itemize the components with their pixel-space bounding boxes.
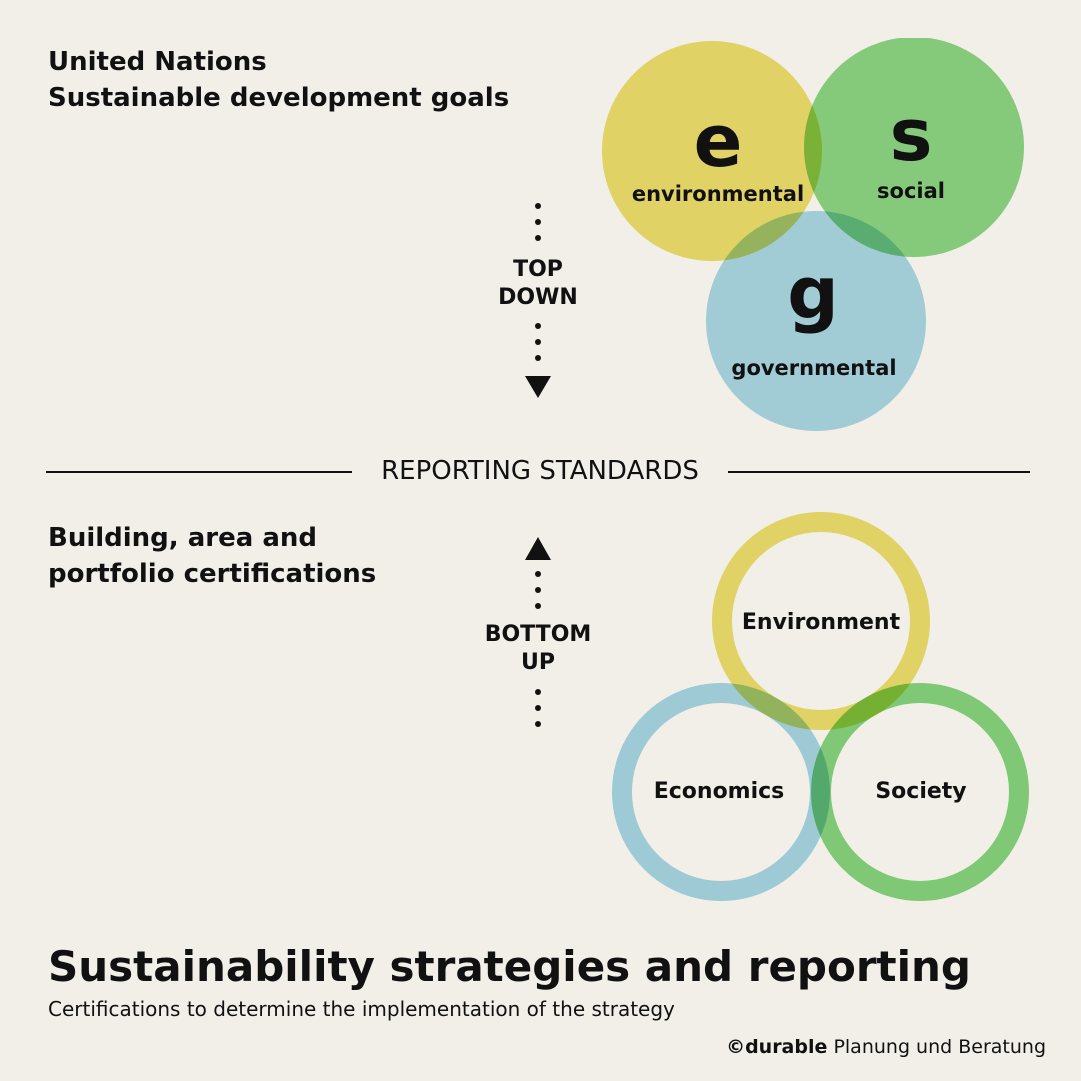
society-ring [811,683,1029,901]
arrow-down-icon [525,376,551,398]
top-down-label-line1: TOP [513,257,563,282]
social-circle [804,38,1024,257]
certifications-heading: Building, area and portfolio certificati… [48,520,376,592]
bottom-up-label-line1: BOTTOM [484,622,592,647]
un-heading-line2: Sustainable development goals [48,83,510,113]
environmental-word: environmental [632,182,804,206]
certifications-heading-line2: portfolio certifications [48,559,377,589]
top-down-label: TOP DOWN [438,256,638,312]
governmental-circle [706,211,926,431]
certifications-heading-line1: Building, area and [48,523,317,553]
bottom-up-label-line2: UP [521,650,555,675]
environmental-letter: e [694,99,743,183]
reporting-standards-label: REPORTING STANDARDS [381,456,699,486]
main-subtitle: Certifications to determine the implemen… [48,997,675,1021]
main-title: Sustainability strategies and reporting [48,942,971,991]
environment-ring [712,512,930,730]
brand-name: durable [745,1036,828,1058]
social-letter: s [890,93,933,177]
divider-right [728,471,1030,473]
pillars-diagram: Environment Economics Society [612,512,1029,901]
un-heading: United Nations Sustainable development g… [48,44,509,116]
bottom-up-arrow [525,537,551,727]
top-down-label-line2: DOWN [498,285,578,310]
governmental-letter: g [787,251,839,335]
bottom-up-label: BOTTOM UP [438,621,638,677]
divider-left [46,471,352,473]
economics-label: Economics [654,779,785,804]
brand-rest: Planung und Beratung [833,1036,1046,1058]
environmental-circle [602,41,822,261]
governmental-word: governmental [731,356,896,380]
top-down-arrow [525,203,551,398]
arrow-up-icon [525,537,551,560]
copyright-symbol: © [726,1036,746,1058]
esg-venn-diagram: e environmental s social g governmental [602,38,1024,431]
un-heading-line1: United Nations [48,47,267,77]
credit-line: ©durable Planung und Beratung [726,1034,1046,1060]
environment-label: Environment [742,610,901,635]
society-label: Society [875,779,966,804]
social-word: social [877,179,945,203]
